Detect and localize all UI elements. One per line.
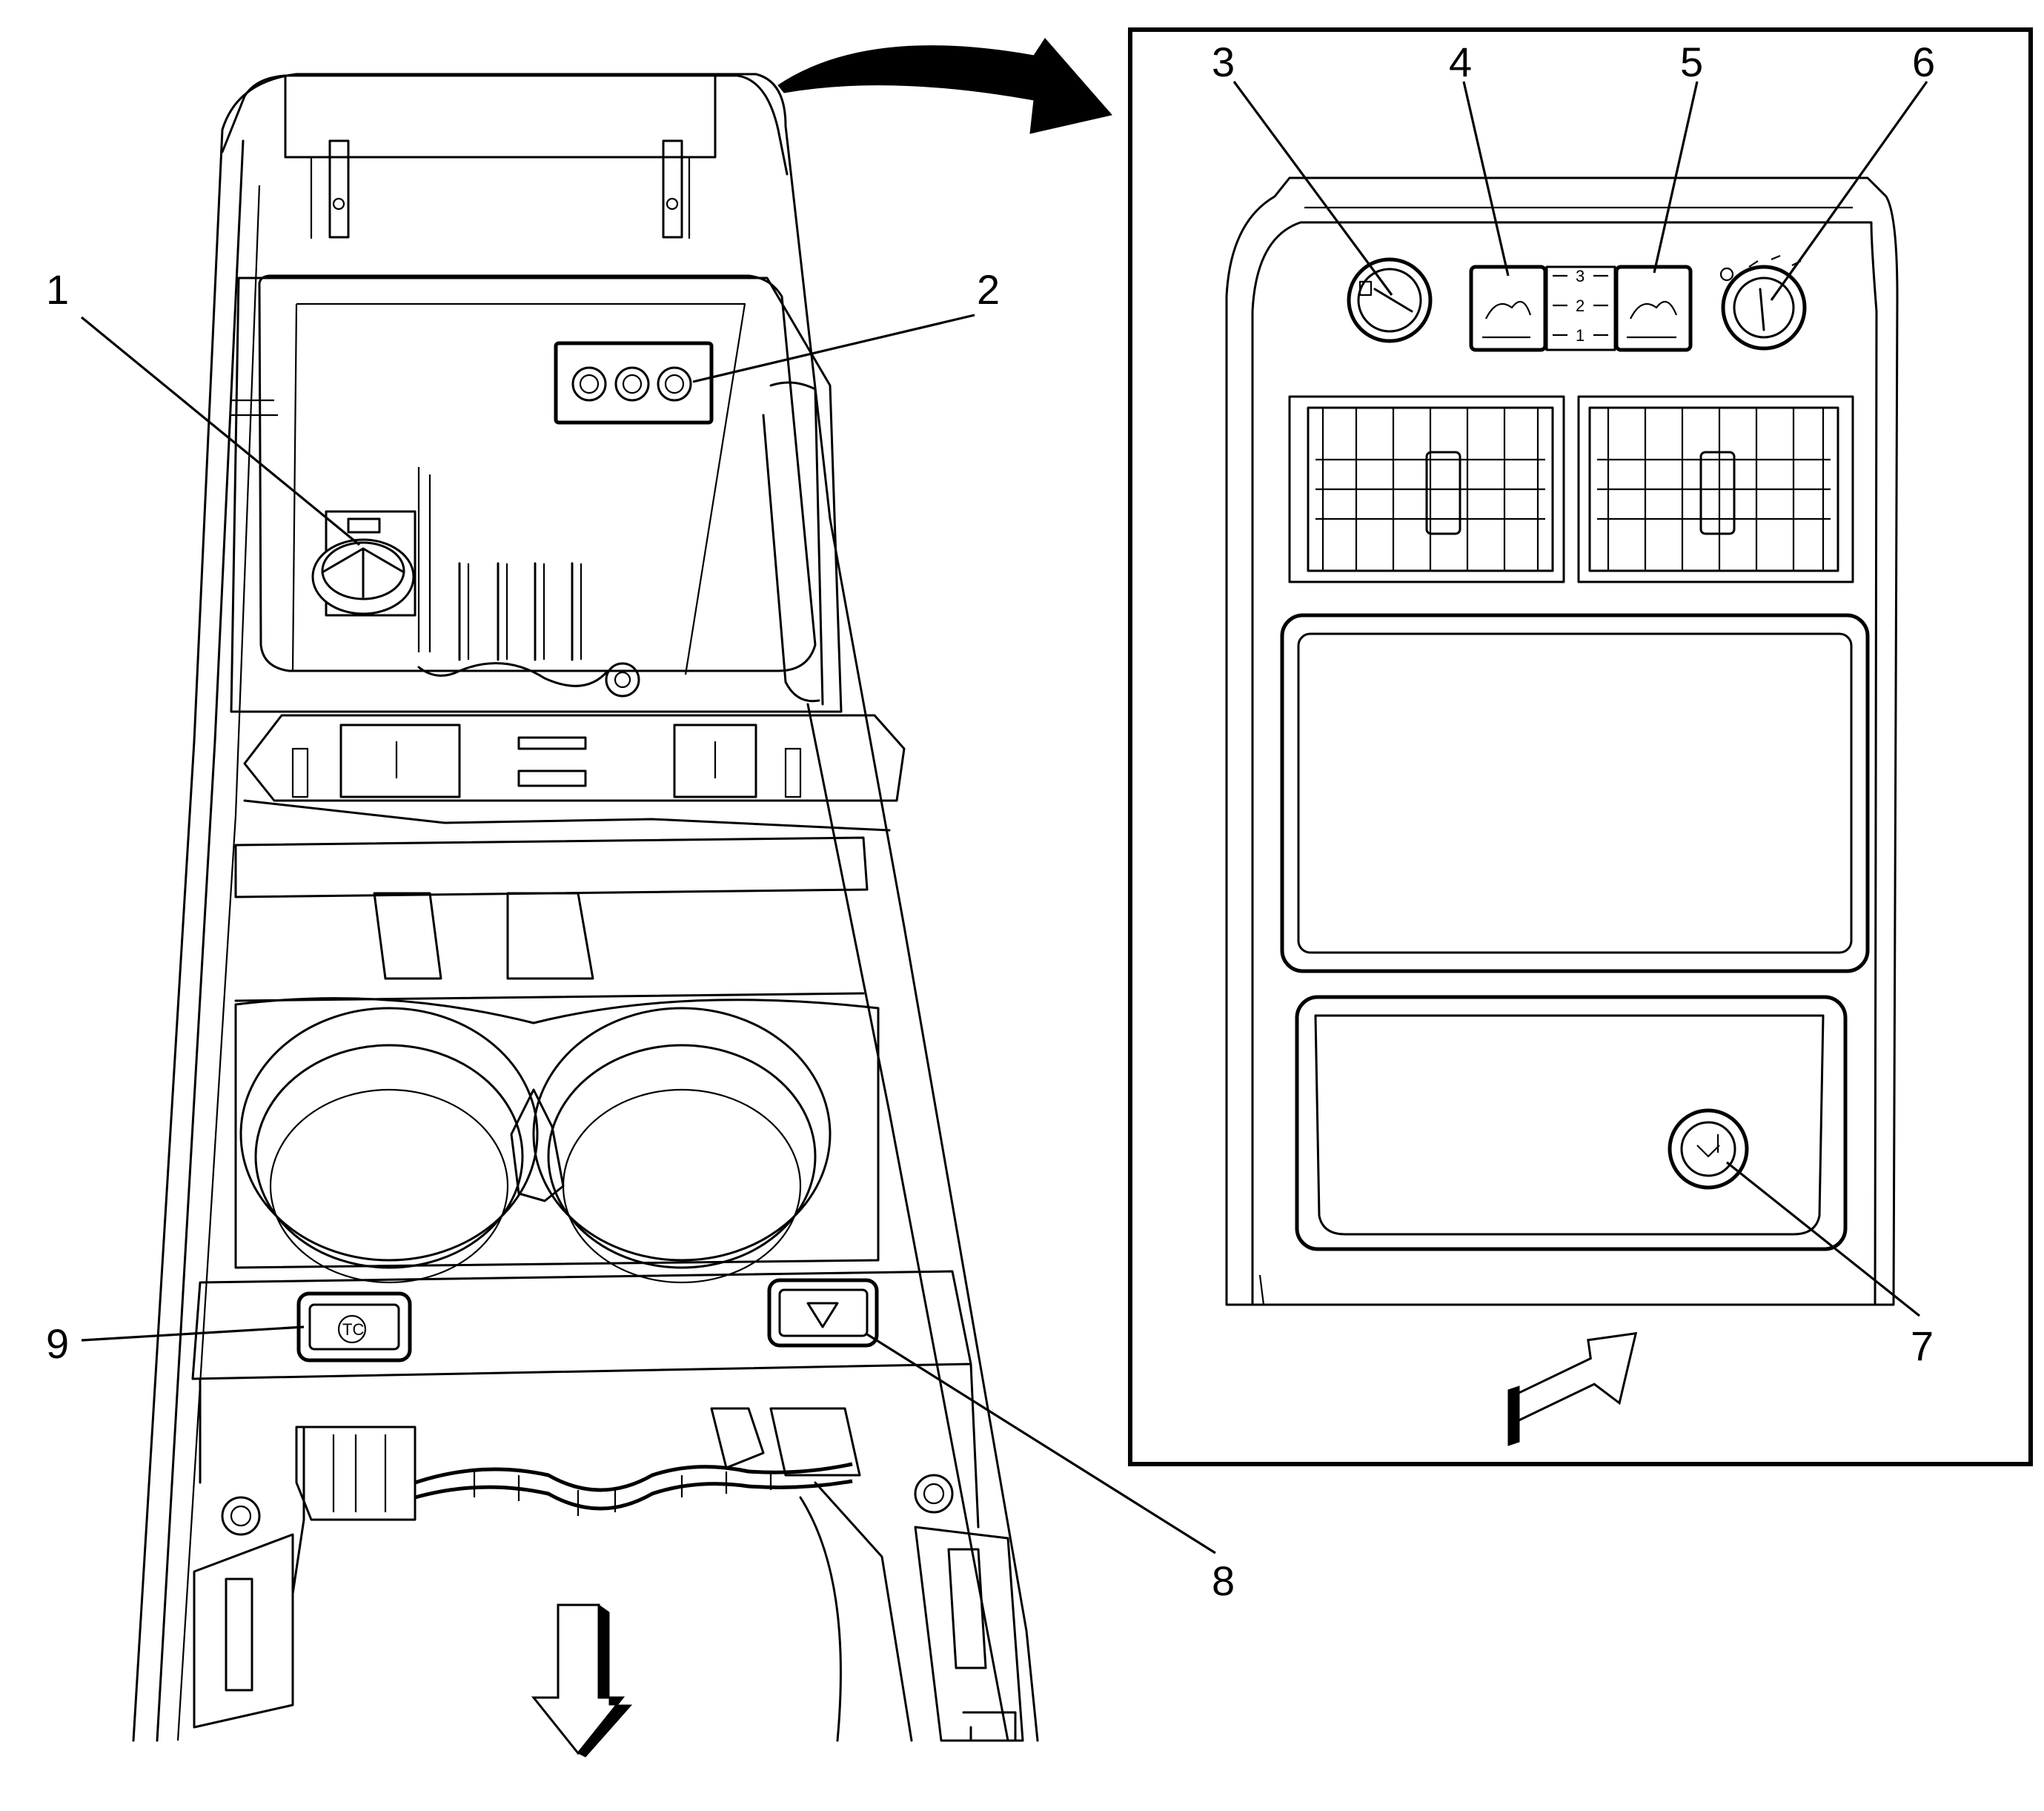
callout-9: 9 (46, 1320, 69, 1367)
detail-frame (1128, 27, 2033, 1466)
callout-8: 8 (1212, 1557, 1235, 1604)
detail-direction-arrow (1507, 1331, 1638, 1446)
rear-heated-seat-switch-left (1469, 265, 1547, 352)
callout-5: 5 (1680, 39, 1703, 85)
rear-heated-seat-switch-right (1614, 265, 1693, 352)
callout-2: 2 (977, 266, 1000, 313)
rear-storage-panel (1280, 613, 1870, 973)
bin-aux-jack-panel (554, 341, 714, 425)
rear-power-outlet (1668, 1108, 1749, 1190)
leader-lines (80, 81, 1928, 1555)
fan-speed-mark-1: 1 (1576, 326, 1585, 345)
storage-bin (230, 274, 843, 713)
console-dividers (234, 836, 869, 1002)
callout-7: 7 (1911, 1322, 1934, 1369)
fan-speed-indicator: 3 2 1 (1545, 265, 1616, 351)
callout-1: 1 (46, 266, 69, 313)
bin-power-outlet (311, 467, 640, 698)
callout-3: 3 (1212, 39, 1235, 85)
traction-control-symbol: TC (342, 1320, 364, 1339)
rear-air-vent-left (1288, 395, 1565, 583)
switch-panel: TC (191, 1270, 972, 1380)
fan-speed-mark-3: 3 (1576, 267, 1585, 285)
fan-speed-mark-2: 2 (1576, 297, 1585, 315)
traction-control-switch: TC (296, 1291, 412, 1363)
lower-console (193, 1363, 1024, 1742)
cup-holders (234, 997, 880, 1284)
center-console: TC (132, 38, 1112, 1758)
callout-labels: 1 2 3 4 5 6 7 8 9 (46, 39, 1935, 1604)
rear-air-vent-right (1577, 395, 1854, 583)
rear-temperature-knob (1347, 257, 1433, 343)
hazard-switch (767, 1278, 879, 1348)
mounting-bolt-right (914, 1474, 954, 1514)
mounting-bolt-left (221, 1496, 261, 1536)
forward-direction-arrow (531, 1603, 633, 1758)
rear-lower-compartment (1295, 995, 1848, 1251)
armrest-lid (221, 74, 789, 239)
callout-4: 4 (1449, 39, 1472, 85)
callout-6: 6 (1912, 39, 1935, 85)
latch-area (243, 714, 906, 832)
detail-transfer-arrow (777, 38, 1112, 134)
rear-controls-detail: 3 2 1 (1128, 27, 2033, 1466)
